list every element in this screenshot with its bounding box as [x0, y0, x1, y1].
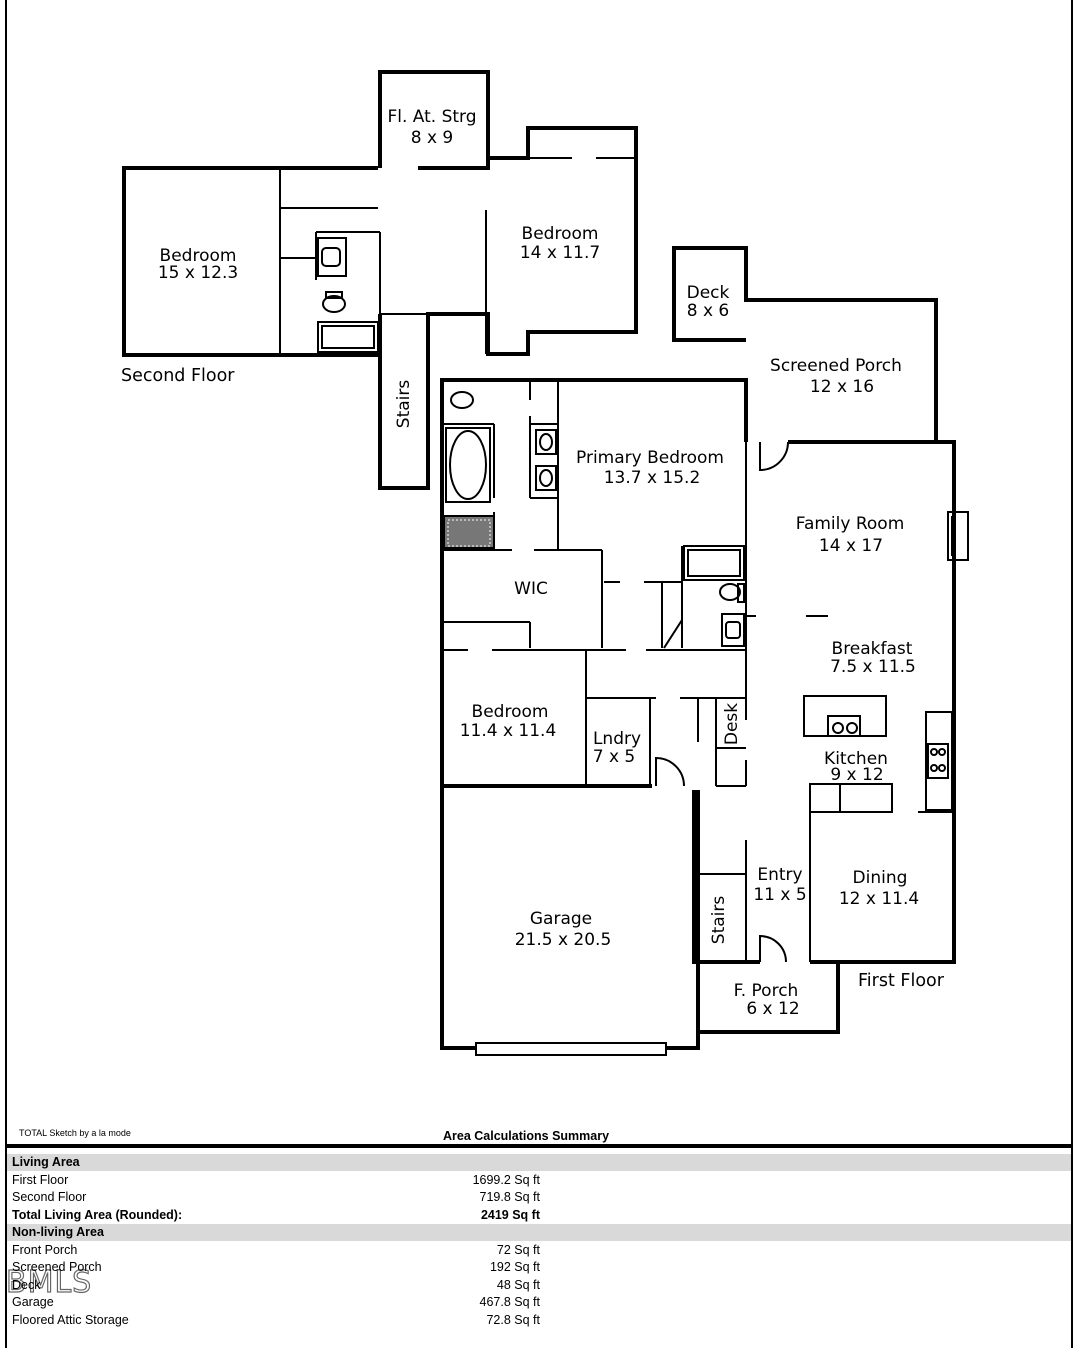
room-name-stairs-upper: Stairs — [394, 380, 414, 429]
summary-row-value: 467.8 Sq ft — [479, 1295, 540, 1309]
room-name-fl-at-strg: Fl. At. Strg — [387, 107, 476, 127]
summary-row: Deck 48 Sq ft — [7, 1277, 1071, 1294]
room-dim-deck: 8 x 6 — [687, 301, 730, 321]
wall-first-floor-east — [788, 440, 956, 964]
summary-row: First Floor 1699.2 Sq ft — [7, 1172, 1071, 1189]
summary-row-label: First Floor — [12, 1172, 69, 1187]
summary-row-value: 72 Sq ft — [496, 1242, 540, 1257]
summary-row-value: 72.8 Sq ft — [486, 1312, 540, 1327]
summary-row-value: 192 Sq ft — [489, 1260, 540, 1274]
room-name-bedroom-lower: Bedroom — [472, 702, 549, 722]
summary-row: Front Porch 72 Sq ft — [7, 1242, 1071, 1259]
room-name-family-room: Family Room — [796, 514, 905, 534]
floor-plan: Fl. At. Strg 8 x 9 Bedroom 15 x 12.3 Bed… — [121, 70, 969, 1056]
summary-row: Second Floor 719.8 Sq ft — [7, 1189, 1071, 1206]
summary-row: Non-living Area — [7, 1224, 1071, 1241]
room-dim-bedroom-left: 15 x 12.3 — [158, 263, 238, 283]
summary-row-value: 2419 Sq ft — [480, 1207, 540, 1222]
watermark-logo: BMLS — [5, 1264, 106, 1306]
summary-row-value: 1699.2 Sq ft — [472, 1172, 540, 1187]
wall-bedroom-left — [122, 166, 378, 357]
summary-row-label: Non-living Area — [12, 1225, 104, 1239]
summary-row-label: Second Floor — [12, 1190, 87, 1204]
floor-label-second: Second Floor — [121, 366, 235, 386]
room-dim-screened-porch: 12 x 16 — [810, 377, 874, 397]
room-name-bedroom-left: Bedroom — [160, 246, 237, 266]
summary-row-label: Garage — [12, 1295, 54, 1309]
room-dim-f-porch: 6 x 12 — [746, 999, 799, 1019]
room-name-bedroom-upper: Bedroom — [522, 224, 599, 244]
room-name-entry: Entry — [757, 865, 802, 885]
floor-label-first: First Floor — [858, 971, 945, 991]
room-dim-kitchen: 9 x 12 — [830, 765, 883, 785]
summary-row-label: Floored Attic Storage — [12, 1312, 129, 1327]
page-border-right — [1071, 0, 1073, 1348]
room-name-screened-porch: Screened Porch — [770, 356, 902, 376]
room-name-wic: WIC — [514, 579, 548, 599]
wall-attic-storage — [378, 70, 490, 168]
room-dim-dining: 12 x 11.4 — [839, 889, 919, 909]
summary-row-label: Deck — [12, 1277, 41, 1292]
room-dim-lndry: 7 x 5 — [593, 747, 636, 767]
summary-row: Screened Porch 192 Sq ft — [7, 1259, 1071, 1276]
summary-row: Living Area — [7, 1154, 1071, 1171]
wall-deck-porch — [672, 246, 938, 442]
room-dim-breakfast: 7.5 x 11.5 — [830, 657, 916, 677]
summary-row-label: Total Living Area (Rounded): — [12, 1207, 183, 1222]
room-name-dining: Dining — [853, 868, 908, 888]
wall-bedroom-upper-stairs — [378, 126, 638, 490]
svg-text:BMLS: BMLS — [6, 1266, 92, 1298]
room-dim-fl-at-strg: 8 x 9 — [411, 128, 454, 148]
watermark-logo-mark: BMLS — [5, 1264, 92, 1300]
room-dim-bedroom-upper: 14 x 11.7 — [520, 243, 600, 263]
wall-front-porch — [696, 962, 840, 1034]
room-dim-garage: 21.5 x 20.5 — [515, 930, 612, 950]
summary-row-value: 48 Sq ft — [496, 1277, 540, 1292]
room-name-desk: Desk — [722, 703, 742, 745]
room-dim-primary-bedroom: 13.7 x 15.2 — [604, 468, 701, 488]
summary-row-label: Front Porch — [12, 1242, 78, 1257]
summary-row: Floored Attic Storage 72.8 Sq ft — [7, 1312, 1071, 1329]
wall-stairs-lower — [692, 790, 760, 964]
room-dim-bedroom-lower: 11.4 x 11.4 — [460, 721, 557, 741]
room-name-primary-bedroom: Primary Bedroom — [576, 448, 724, 468]
summary-row: Garage 467.8 Sq ft — [7, 1294, 1071, 1311]
summary-title: Area Calculations Summary — [443, 1129, 610, 1143]
room-name-deck: Deck — [687, 283, 730, 303]
room-name-garage: Garage — [530, 909, 592, 929]
room-name-breakfast: Breakfast — [832, 639, 913, 659]
room-dim-family-room: 14 x 17 — [819, 536, 883, 556]
summary-row-value: 719.8 Sq ft — [479, 1190, 540, 1204]
summary-row-label: Screened Porch — [12, 1260, 102, 1274]
room-dim-entry: 11 x 5 — [753, 885, 806, 905]
room-name-kitchen: Kitchen — [824, 749, 888, 769]
page-border-left — [5, 0, 7, 1348]
sketch-credit: TOTAL Sketch by a la mode — [19, 1128, 131, 1138]
summary-row: Total Living Area (Rounded): 2419 Sq ft — [7, 1207, 1071, 1224]
room-name-lndry: Lndry — [593, 729, 641, 749]
summary-row-label: Living Area — [12, 1155, 80, 1169]
summary-divider — [7, 1144, 1071, 1148]
room-name-stairs-lower: Stairs — [709, 896, 729, 945]
room-name-f-porch: F. Porch — [734, 981, 799, 1001]
